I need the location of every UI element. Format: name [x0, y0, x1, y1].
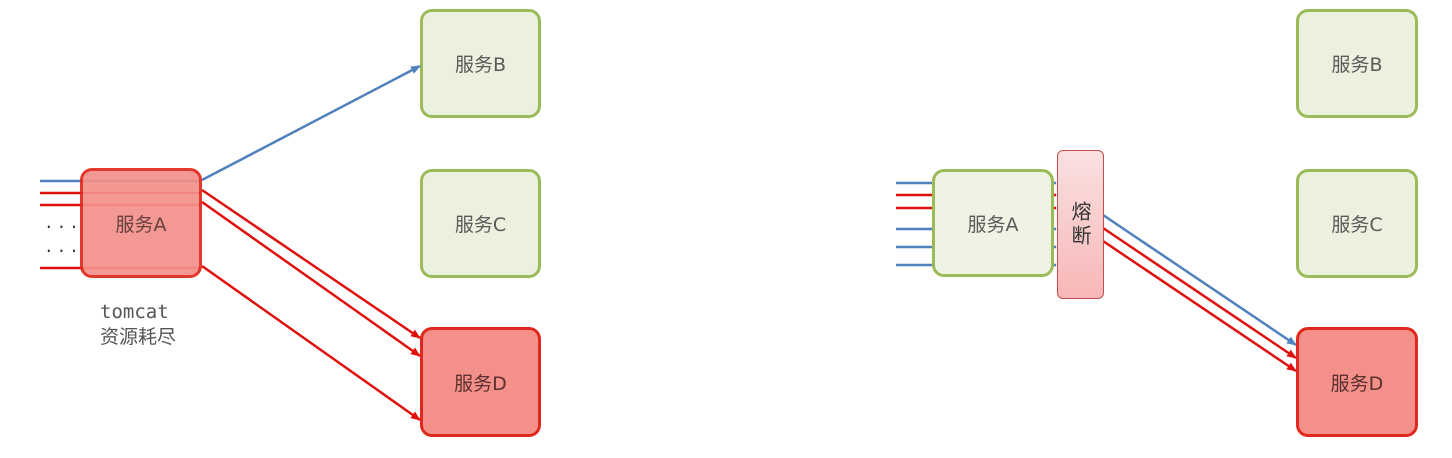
left-service-c-node: 服务C — [420, 169, 541, 278]
right-arrow-fuse-to-d — [1102, 213, 1297, 347]
left-service-c-label: 服务C — [454, 214, 507, 236]
left-arrow-a-to-d — [201, 188, 421, 340]
left-service-d-label: 服务D — [454, 372, 507, 395]
left-service-a-label: 服务A — [115, 213, 167, 236]
left-ellipsis-2: ... — [44, 237, 82, 256]
right-service-b-label: 服务B — [1331, 54, 1383, 76]
circuit-breaker: 熔断 — [1057, 150, 1104, 299]
left-arrow-a-to-d — [201, 200, 421, 358]
right-arrow-fuse-to-d — [1102, 239, 1297, 373]
left-arrow-a-to-b — [201, 64, 421, 182]
left-service-b-label: 服务B — [454, 54, 507, 76]
left-service-a-node: 服务A — [80, 168, 202, 278]
right-service-c-label: 服务C — [1331, 214, 1383, 236]
right-service-d-node: 服务D — [1296, 327, 1418, 437]
right-service-b-node: 服务B — [1296, 9, 1418, 118]
right-arrow-fuse-to-d — [1102, 226, 1297, 360]
left-arrow-a-to-d — [201, 264, 421, 422]
right-service-a-node: 服务A — [932, 169, 1054, 277]
left-caption-exhausted: 资源耗尽 — [100, 326, 177, 348]
left-ellipsis-1: ... — [44, 213, 82, 232]
left-caption-tomcat: tomcat — [100, 301, 169, 323]
left-service-b-node: 服务B — [420, 9, 541, 118]
right-service-c-node: 服务C — [1296, 169, 1418, 278]
right-service-d-label: 服务D — [1330, 372, 1384, 395]
right-service-a-label: 服务A — [967, 213, 1019, 236]
circuit-breaker-label: 熔断 — [1068, 200, 1092, 249]
left-service-d-node: 服务D — [420, 327, 541, 437]
